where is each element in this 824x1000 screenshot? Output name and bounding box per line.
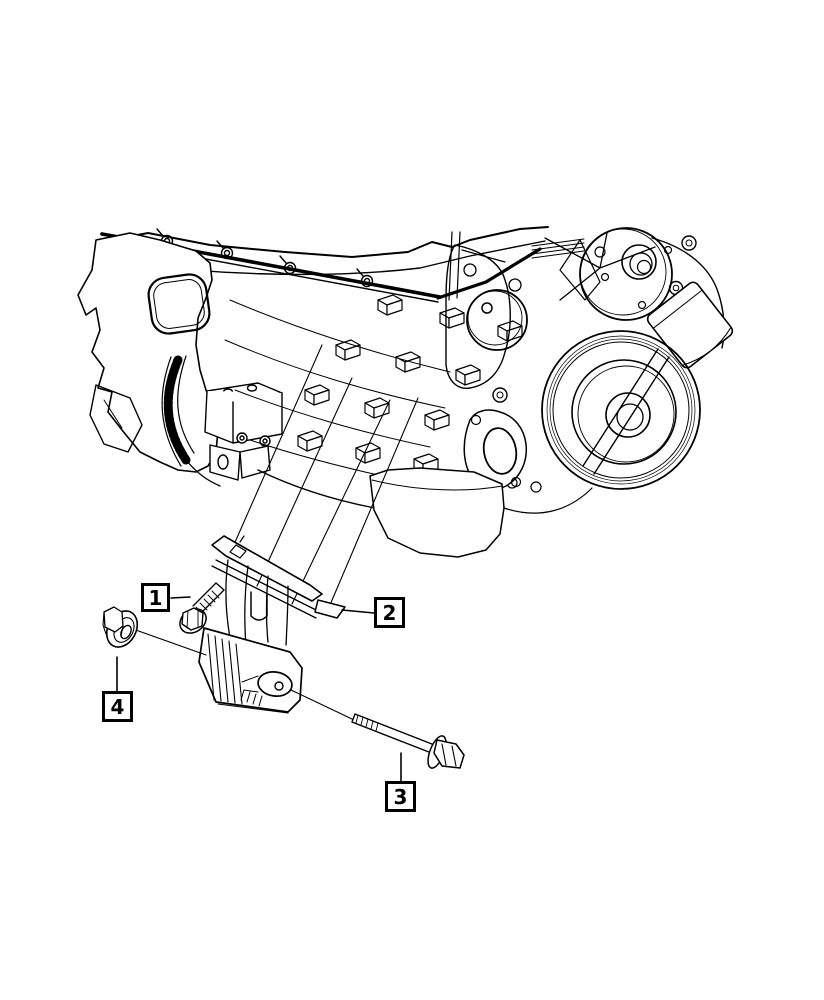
bolt-3-art — [290, 689, 465, 769]
engine-block-art — [77, 226, 734, 558]
nut-4-art — [102, 606, 207, 656]
callout-2-label: 2 — [382, 600, 397, 625]
callout-1-label: 1 — [148, 585, 163, 610]
callout-1-box[interactable]: 1 — [141, 583, 170, 612]
engine-mount-art — [198, 535, 346, 714]
callout-leader-lines — [116, 596, 402, 782]
callout-3-label: 3 — [393, 784, 408, 809]
assembly-guide-lines — [231, 344, 419, 613]
bolt-1-art — [179, 582, 225, 634]
callout-3-box[interactable]: 3 — [385, 781, 416, 812]
callout-2-box[interactable]: 2 — [374, 597, 405, 628]
callout-4-box[interactable]: 4 — [102, 691, 133, 722]
callout-4-label: 4 — [110, 694, 125, 719]
